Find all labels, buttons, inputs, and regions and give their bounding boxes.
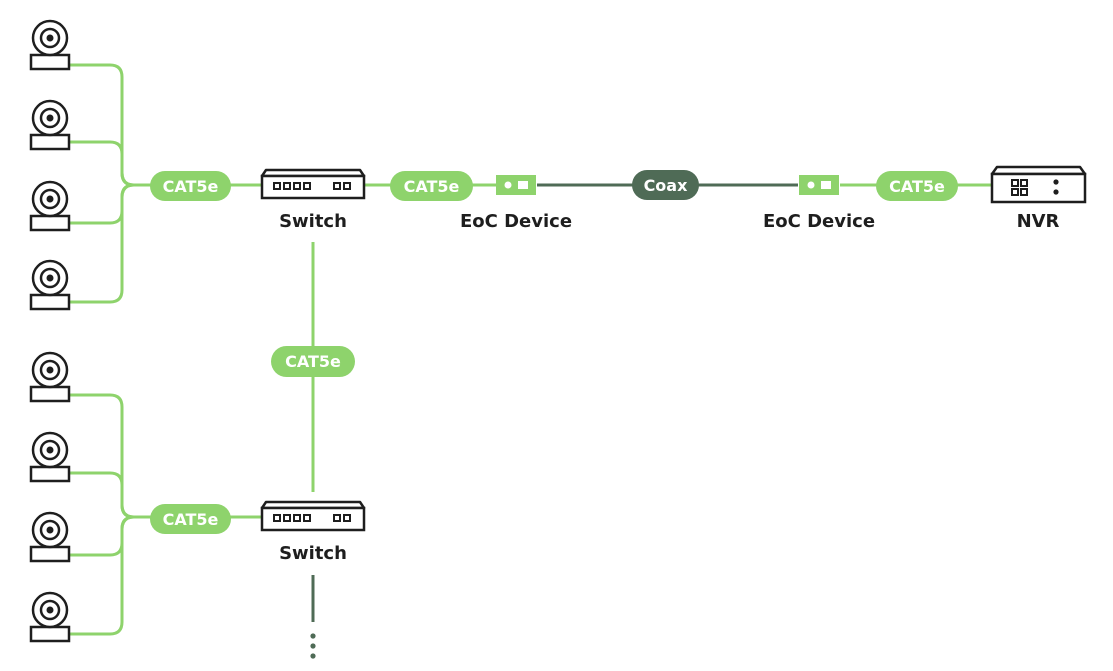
svg-text:CAT5e: CAT5e (163, 510, 219, 529)
svg-text:CAT5e: CAT5e (285, 352, 341, 371)
switch-top-label: Switch (279, 211, 347, 232)
ip-camera-icon (29, 99, 71, 151)
ip-camera-icon (29, 259, 71, 311)
network-switch-icon (260, 168, 366, 200)
continuation-dot (310, 643, 316, 649)
cat5e-pill-eoc-to-nvr: CAT5e (876, 171, 958, 201)
ip-camera-icon (29, 431, 71, 483)
ip-camera-icon (29, 19, 71, 71)
svg-text:CAT5e: CAT5e (889, 177, 945, 196)
svg-text:CAT5e: CAT5e (404, 177, 460, 196)
cat5e-pill-bottom: CAT5e (150, 504, 231, 534)
switch-bottom-label: Switch (279, 543, 347, 564)
svg-text:Coax: Coax (644, 176, 689, 195)
ip-camera-icon (29, 180, 71, 232)
ip-camera-icon (29, 591, 71, 643)
eoc-device-icon (496, 175, 536, 195)
eoc-device-icon (799, 175, 839, 195)
nvr-icon (990, 165, 1087, 204)
nvr-label: NVR (1017, 211, 1060, 232)
ip-camera-icon (29, 511, 71, 563)
eoc-right-label: EoC Device (763, 211, 875, 232)
svg-text:CAT5e: CAT5e (163, 177, 219, 196)
network-switch-icon (260, 500, 366, 532)
coax-pill: Coax (632, 170, 699, 200)
cat5e-pill-switch-to-eoc: CAT5e (390, 171, 473, 201)
vertical-link (310, 242, 316, 659)
cat5e-pill-vertical: CAT5e (271, 346, 355, 377)
eoc-left-label: EoC Device (460, 211, 572, 232)
cat5e-pill-top: CAT5e (150, 171, 231, 201)
ip-camera-icon (29, 351, 71, 403)
continuation-dot (310, 633, 316, 639)
continuation-dot (310, 653, 316, 659)
